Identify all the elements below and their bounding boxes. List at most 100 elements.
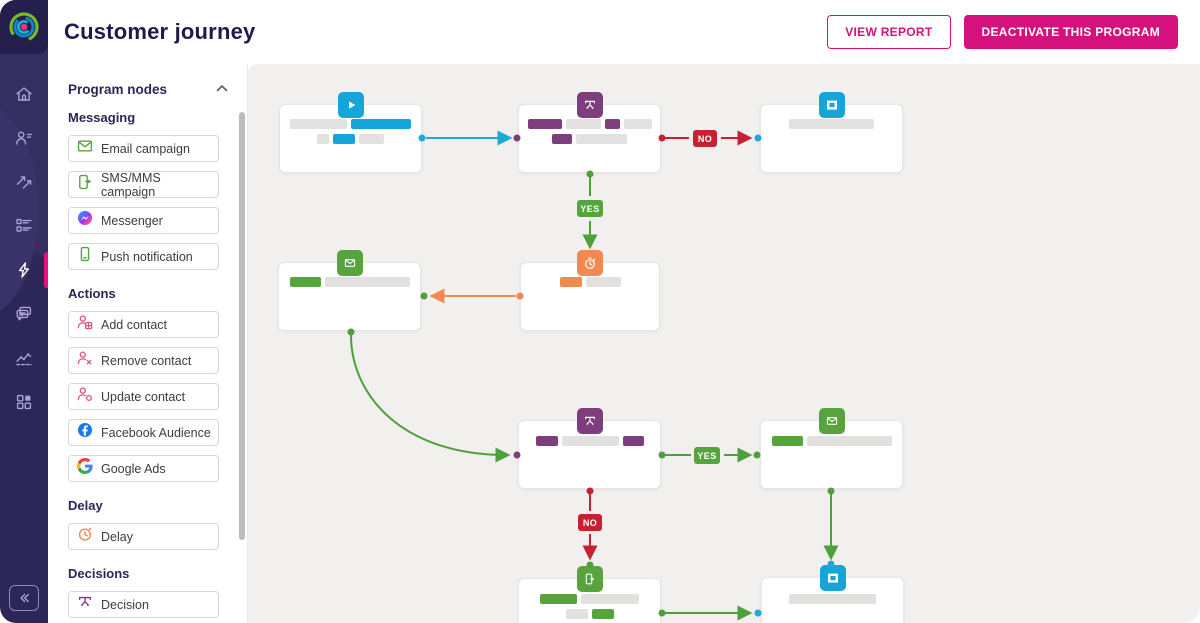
facebook-icon [77, 422, 93, 443]
panel-scrollbar[interactable] [239, 112, 245, 540]
node-content [762, 594, 903, 604]
no-badge: NO [693, 130, 717, 147]
collapse-sidebar-button[interactable] [9, 585, 39, 611]
flow-node-channel-2[interactable] [761, 565, 904, 623]
placeholder-bar [317, 134, 329, 144]
rail-add-ons-icon[interactable] [0, 380, 48, 424]
sms-icon [576, 566, 603, 592]
node-content [761, 436, 902, 446]
messenger-icon [77, 210, 93, 231]
placeholder-bar [527, 119, 562, 129]
item-label: Facebook Audience [101, 425, 211, 440]
panel-item-update-contact[interactable]: Update contact [68, 383, 219, 410]
node-content [761, 119, 902, 129]
section-decisions: Decisions [68, 566, 130, 581]
item-label: Add contact [101, 317, 168, 332]
placeholder-bar [789, 119, 874, 129]
placeholder-bar [576, 134, 627, 144]
placeholder-bar [591, 609, 614, 619]
placeholder-bar [359, 134, 384, 144]
deactivate-program-button[interactable]: DEACTIVATE THIS PROGRAM [963, 15, 1178, 49]
rail-analytics-icon[interactable] [0, 336, 48, 380]
program-nodes-panel: Program nodes Messaging Email campaign [48, 64, 248, 623]
view-report-button[interactable]: VIEW REPORT [827, 15, 951, 49]
flow-node-delay-1[interactable] [520, 250, 660, 331]
journey-canvas[interactable]: NO YES YES NO [248, 64, 1200, 623]
placeholder-bar [535, 436, 558, 446]
rail-automation-icon[interactable] [0, 248, 48, 292]
push-notification-icon [77, 246, 93, 267]
placeholder-bar [324, 277, 410, 287]
panel-item-google-ads[interactable]: Google Ads [68, 455, 219, 482]
panel-item-facebook-audience[interactable]: Facebook Audience [68, 419, 219, 446]
envelope-icon [818, 408, 845, 434]
rail-data-transfer-icon[interactable] [0, 160, 48, 204]
mobile-channel-icon [818, 92, 845, 118]
panel-title: Program nodes [68, 81, 168, 97]
remove-contact-icon [77, 350, 93, 371]
nav-rail-items [0, 72, 48, 424]
panel-item-push-notification[interactable]: Push notification [68, 243, 219, 270]
flow-node-entry[interactable] [279, 92, 422, 173]
item-label: Google Ads [101, 461, 166, 476]
item-label: Decision [101, 597, 149, 612]
email-icon [77, 138, 93, 159]
rail-home-icon[interactable] [0, 72, 48, 116]
node-content [519, 119, 660, 144]
panel-item-sms-campaign[interactable]: SMS/MMS campaign [68, 171, 219, 199]
placeholder-bar [333, 134, 355, 144]
panel-item-remove-contact[interactable]: Remove contact [68, 347, 219, 374]
section-delay: Delay [68, 498, 103, 513]
placeholder-bar [540, 594, 577, 604]
panel-item-email-campaign[interactable]: Email campaign [68, 135, 219, 162]
section-messaging: Messaging [68, 110, 136, 125]
no-badge: NO [578, 514, 602, 531]
placeholder-bar [789, 594, 876, 604]
item-label: Messenger [101, 213, 163, 228]
delay-icon [77, 526, 93, 547]
yes-badge: YES [694, 447, 720, 464]
chevron-up-icon[interactable] [216, 80, 228, 98]
panel-item-decision[interactable]: Decision [68, 591, 219, 618]
update-contact-icon [77, 386, 93, 407]
placeholder-bar [552, 134, 572, 144]
decision-icon [576, 408, 603, 434]
top-header: Customer journey VIEW REPORT DEACTIVATE … [48, 0, 1200, 64]
placeholder-bar [289, 277, 321, 287]
node-content [279, 277, 420, 287]
mobile-channel-icon [819, 565, 846, 591]
placeholder-bar [581, 594, 639, 604]
nav-rail [0, 0, 48, 623]
app-logo[interactable] [0, 0, 48, 54]
placeholder-bar [623, 119, 652, 129]
flow-node-decision-1[interactable] [518, 92, 661, 173]
google-icon [77, 458, 93, 479]
item-label: Push notification [101, 249, 193, 264]
flow-node-channel-1[interactable] [760, 92, 903, 173]
item-label: Remove contact [101, 353, 192, 368]
flow-node-email-1[interactable] [278, 250, 421, 331]
rail-contacts-icon[interactable] [0, 116, 48, 160]
placeholder-bar [585, 277, 621, 287]
placeholder-bar [565, 609, 588, 619]
panel-item-delay[interactable]: Delay [68, 523, 219, 550]
play-icon [337, 92, 364, 118]
item-label: Update contact [101, 389, 186, 404]
item-label: Delay [101, 529, 133, 544]
placeholder-bar [290, 119, 347, 129]
rail-forms-icon[interactable] [0, 204, 48, 248]
panel-item-messenger[interactable]: Messenger [68, 207, 219, 234]
rail-conversations-icon[interactable] [0, 292, 48, 336]
placeholder-bar [771, 436, 803, 446]
flow-node-decision-2[interactable] [518, 408, 661, 489]
placeholder-bar [565, 119, 601, 129]
node-content [519, 436, 660, 446]
panel-item-add-contact[interactable]: Add contact [68, 311, 219, 338]
decision-icon [576, 92, 603, 118]
yes-badge: YES [577, 200, 603, 217]
flow-node-sms-1[interactable] [518, 566, 661, 623]
flow-node-email-2[interactable] [760, 408, 903, 489]
placeholder-bar [622, 436, 644, 446]
node-content [280, 119, 421, 144]
